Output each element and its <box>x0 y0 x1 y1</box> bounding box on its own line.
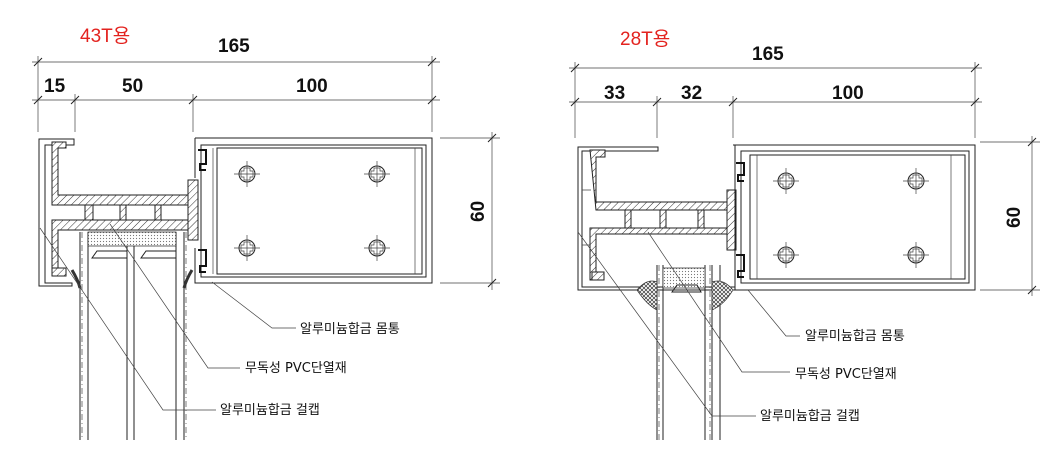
right-seg-1: 33 <box>604 83 625 104</box>
left-seg-3: 100 <box>296 76 328 97</box>
right-seg-2: 32 <box>681 83 702 104</box>
right-height: 60 <box>1004 207 1025 228</box>
left-profile <box>38 138 199 440</box>
right-label-cap: 알루미늄합금 걸캡 <box>760 409 860 424</box>
right-label-body: 알루미늄합금 몸통 <box>805 329 905 344</box>
right-leader-lines <box>577 231 800 417</box>
right-title: 28T용 <box>620 29 670 50</box>
left-label-cap: 알루미늄합금 걸캡 <box>220 403 320 418</box>
right-body-box <box>733 144 976 291</box>
left-leader-lines <box>39 223 296 411</box>
left-seg-1: 15 <box>44 76 66 97</box>
right-total-width: 165 <box>752 44 784 65</box>
left-drawing-43t: 43T용 165 15 50 100 60 <box>32 26 500 440</box>
left-body-box <box>194 137 433 284</box>
right-seg-3: 100 <box>832 83 864 104</box>
left-label-body: 알루미늄합금 몸통 <box>300 322 400 337</box>
left-total-width: 165 <box>218 36 250 57</box>
left-label-thermal-break: 무독성 PVC단열재 <box>245 361 347 376</box>
left-dimension-lines <box>32 56 500 290</box>
right-dimension-lines <box>569 62 1040 296</box>
right-profile <box>577 146 737 440</box>
right-label-thermal-break: 무독성 PVC단열재 <box>795 367 897 382</box>
left-height: 60 <box>468 201 489 222</box>
left-seg-2: 50 <box>122 76 143 97</box>
left-title: 43T용 <box>80 26 130 47</box>
right-drawing-28t: 28T용 165 33 32 100 60 <box>569 29 1040 440</box>
